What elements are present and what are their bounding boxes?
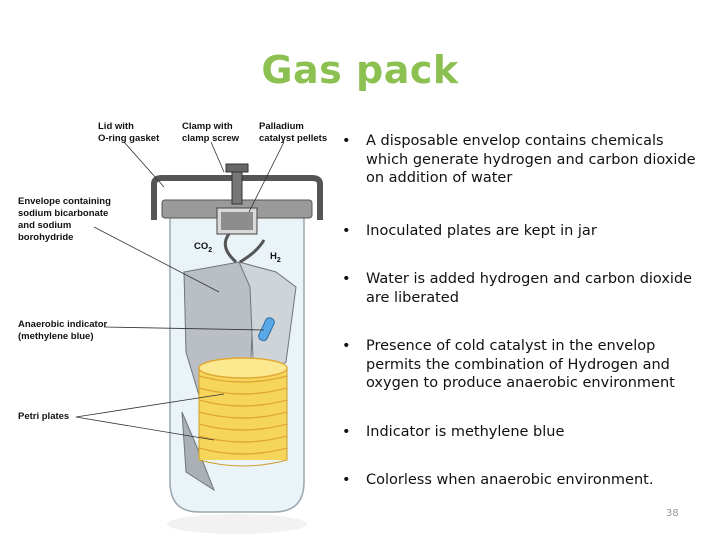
- clamp-screw: [232, 168, 242, 204]
- label-clamp-2: clamp screw: [182, 133, 240, 144]
- label-lid-1: Lid with: [98, 121, 134, 132]
- palladium-pellets: [221, 212, 253, 230]
- bullet-dot: •: [342, 423, 351, 442]
- bullet-item: •Colorless when anaerobic environment.: [338, 471, 708, 490]
- label-indicator-2: (methylene blue): [18, 331, 94, 342]
- bullet-item: •Presence of cold catalyst in the envelo…: [338, 337, 708, 393]
- label-palladium-2: catalyst pellets: [259, 133, 327, 144]
- bullet-item: •Inoculated plates are kept in jar: [338, 222, 708, 241]
- label-petri-plates: Petri plates: [18, 411, 69, 422]
- gas-pack-jar-diagram: Lid with O-ring gasket Clamp with clamp …: [14, 112, 344, 540]
- bullet-list: •A disposable envelop contains chemicals…: [338, 132, 708, 490]
- bullet-dot: •: [342, 222, 351, 241]
- bullet-dot: •: [342, 337, 351, 356]
- label-indicator-1: Anaerobic indicator: [18, 319, 108, 330]
- slide-title: Gas pack: [0, 48, 720, 92]
- bullet-dot: •: [342, 132, 351, 151]
- label-envelope-1: Envelope containing: [18, 196, 111, 207]
- petri-plate-stack: [199, 358, 287, 466]
- label-envelope-2: sodium bicarbonate: [18, 208, 108, 219]
- page-number: 38: [666, 508, 679, 519]
- bullet-dot: •: [342, 270, 351, 289]
- label-envelope-3: and sodium: [18, 220, 71, 231]
- bullet-item: •A disposable envelop contains chemicals…: [338, 132, 708, 188]
- label-lid-2: O-ring gasket: [98, 133, 160, 144]
- label-palladium-1: Palladium: [259, 121, 304, 132]
- bullet-item: •Indicator is methylene blue: [338, 423, 708, 442]
- label-clamp-1: Clamp with: [182, 121, 233, 132]
- label-envelope-4: borohydride: [18, 232, 73, 243]
- clamp-screw-head: [226, 164, 248, 172]
- bullet-dot: •: [342, 471, 351, 490]
- bullet-item: •Water is added hydrogen and carbon diox…: [338, 270, 708, 307]
- jar-base-reflection: [167, 514, 307, 534]
